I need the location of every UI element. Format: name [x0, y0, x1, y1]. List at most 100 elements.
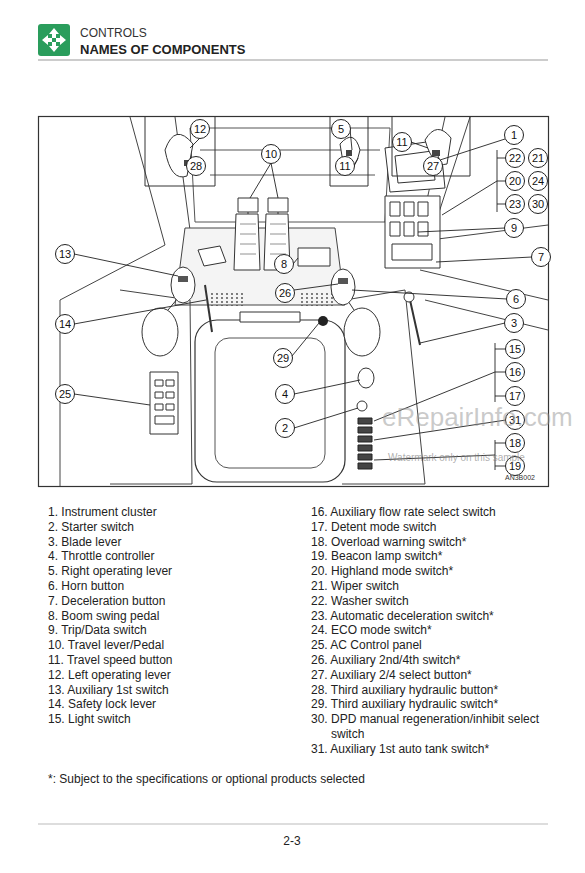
section-label: CONTROLS: [80, 26, 147, 40]
callout-number: 29: [273, 348, 293, 368]
component-list-item: 18. Overload warning switch*: [311, 535, 571, 550]
icon-arrows: [42, 28, 66, 52]
component-list-item: 14. Safety lock lever: [48, 697, 308, 712]
component-list-item: 11. Travel speed button: [48, 653, 308, 668]
grip-buttons: [178, 276, 348, 284]
callout-number: 3: [504, 313, 524, 333]
component-list-item: 10. Travel lever/Pedal: [48, 638, 308, 653]
callout-number: 6: [506, 289, 526, 309]
starter-switch: [357, 401, 367, 411]
left-grip: [171, 267, 195, 303]
inset-buttons: [184, 150, 440, 166]
callout-number: 7: [531, 247, 551, 267]
seat: [195, 320, 345, 482]
front-window: [190, 128, 390, 222]
callout-number: 28: [186, 156, 206, 176]
component-list-item: 1. Instrument cluster: [48, 505, 308, 520]
floor-dots: [300, 292, 335, 306]
component-list-item: 28. Third auxiliary hydraulic button*: [311, 683, 571, 698]
component-list-item: 4. Throttle controller: [48, 549, 308, 564]
floor-dots: [210, 292, 245, 306]
component-list-item: 12. Left operating lever: [48, 668, 308, 683]
inset-frames: [145, 117, 470, 186]
callout-number: 20: [505, 171, 525, 191]
component-list-item: 29. Third auxiliary hydraulic switch*: [311, 697, 571, 712]
callout-number: 26: [275, 283, 295, 303]
callout-number: 12: [190, 119, 210, 139]
callout-number: 11: [335, 156, 355, 176]
side-consoles: [110, 290, 425, 484]
component-list-item: 8. Boom swing pedal: [48, 609, 308, 624]
component-list-item: 19. Beacon lamp switch*: [311, 549, 571, 564]
right-lever-boot: [344, 308, 380, 356]
callout-number: 2: [275, 418, 295, 438]
right-grip: [331, 269, 355, 305]
component-list-item: 17. Detent mode switch: [311, 520, 571, 535]
callout-number: 15: [505, 339, 525, 359]
list-column: 1. Instrument cluster2. Starter switch3.…: [48, 505, 308, 727]
figure-code: AN3B002: [505, 474, 535, 482]
component-list-item: 15. Light switch: [48, 712, 308, 727]
page-number: 2-3: [283, 834, 300, 848]
component-list-item: 20. Highland mode switch*: [311, 564, 571, 579]
component-list-item: 30. DPD manual regeneration/inhibit sele…: [311, 712, 571, 742]
callout-number: 25: [55, 384, 75, 404]
component-list-item: 16. Auxiliary flow rate select switch: [311, 505, 571, 520]
component-list-item: 21. Wiper switch: [311, 579, 571, 594]
callout-number: 11: [392, 132, 412, 152]
switch-column: [358, 418, 372, 469]
blade-lever: [410, 300, 420, 345]
callout-number: 10: [261, 144, 281, 164]
component-list-item: 25. AC Control panel: [311, 638, 571, 653]
deceleration-knob: [318, 316, 328, 326]
safety-lock-lever: [205, 285, 212, 332]
list-column: 16. Auxiliary flow rate select switch17.…: [311, 505, 571, 757]
component-list-item: 31. Auxiliary 1st auto tank switch*: [311, 742, 571, 757]
throttle-dial: [358, 368, 374, 388]
callout-number: 14: [55, 314, 75, 334]
ac-panel: [150, 372, 178, 434]
footnote: *: Subject to the specifications or opti…: [48, 772, 365, 786]
callout-number: 5: [331, 119, 351, 139]
section-icon: [38, 24, 70, 56]
callout-number: 8: [274, 254, 294, 274]
component-list-item: 3. Blade lever: [48, 535, 308, 550]
component-list-item: 13. Auxiliary 1st switch: [48, 683, 308, 698]
seat-back: [215, 338, 325, 468]
footer-rule: [38, 824, 548, 825]
lever-shafts: [168, 298, 354, 310]
callout-number: 16: [505, 362, 525, 382]
callout-number: 13: [55, 244, 75, 264]
component-list-item: 26. Auxiliary 2nd/4th switch*: [311, 653, 571, 668]
watermark-note: Watermark only on this sample: [388, 452, 525, 464]
component-list-item: 7. Deceleration button: [48, 594, 308, 609]
callout-number: 18: [505, 433, 525, 453]
component-list-item: 24. ECO mode switch*: [311, 623, 571, 638]
callout-number: 21: [528, 148, 548, 168]
inset-grips: [165, 129, 451, 176]
callout-number: 23: [505, 194, 525, 214]
left-lever-boot: [142, 308, 178, 356]
header-rule: [38, 60, 548, 61]
callout-number: 1: [504, 125, 524, 145]
callout-number: 4: [275, 384, 295, 404]
component-list-item: 5. Right operating lever: [48, 564, 308, 579]
callout-number: 27: [423, 156, 443, 176]
seat-handle: [240, 312, 300, 322]
component-list-item: 22. Washer switch: [311, 594, 571, 609]
component-list-item: 2. Starter switch: [48, 520, 308, 535]
component-list-item: 23. Automatic deceleration switch*: [311, 609, 571, 624]
component-list-item: 6. Horn button: [48, 579, 308, 594]
callout-number: 30: [528, 194, 548, 214]
callout-number: 24: [528, 171, 548, 191]
section-title: NAMES OF COMPONENTS: [80, 42, 245, 58]
boom-swing-pedal: [298, 248, 330, 266]
watermark: eRepairInfo.com: [382, 402, 573, 432]
switch-panel: [385, 196, 440, 268]
callout-number: 22: [505, 148, 525, 168]
pedal-treads: [240, 224, 286, 254]
component-list-item: 27. Auxiliary 2/4 select button*: [311, 668, 571, 683]
callout-number: 9: [504, 218, 524, 238]
